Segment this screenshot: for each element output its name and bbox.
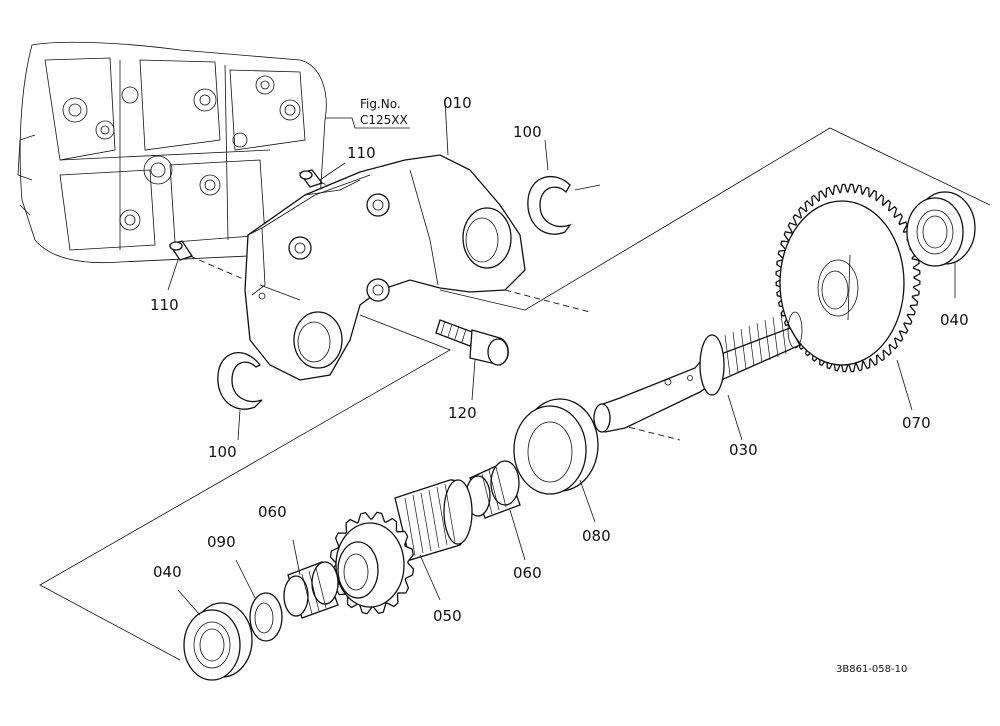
- axis-reference-lines: [39, 127, 991, 661]
- ball-bearing-upper: [906, 191, 976, 298]
- dowel-pin-lower: [167, 240, 251, 291]
- drawing-code: 3B861-058-10: [836, 664, 907, 675]
- callout-090: 090: [207, 533, 236, 551]
- fig-no-label: Fig.No.: [360, 97, 401, 111]
- callout-050: 050: [433, 607, 462, 625]
- callout-080: 080: [582, 527, 611, 545]
- large-spur-gear: [775, 183, 921, 411]
- ball-bearing-lower: [177, 589, 253, 681]
- needle-bearing-left: [283, 539, 339, 619]
- bolt: [435, 319, 509, 401]
- callout-labels: 010 100 110 110 040 120 100 070 030 080 …: [150, 94, 969, 625]
- callout-100-upper: 100: [513, 123, 542, 141]
- snap-ring-lower: [217, 352, 263, 441]
- callout-110-lower: 110: [150, 296, 179, 314]
- thrust-washer: [235, 559, 283, 642]
- callout-060-right: 060: [513, 564, 542, 582]
- fig-no-value: C125XX: [360, 113, 408, 127]
- callout-040-lower: 040: [153, 563, 182, 581]
- callout-010: 010: [443, 94, 472, 112]
- splined-gear-shaft: [329, 479, 473, 615]
- needle-bearing-right: [465, 460, 526, 561]
- callout-030: 030: [729, 441, 758, 459]
- callout-060-left: 060: [258, 503, 287, 521]
- callout-110-upper: 110: [347, 144, 376, 162]
- callout-100-lower: 100: [208, 443, 237, 461]
- bracket-housing: [244, 99, 526, 381]
- callout-040-upper: 040: [940, 311, 969, 329]
- thrust-collar: [513, 398, 599, 523]
- output-shaft: [593, 311, 803, 441]
- callout-120: 120: [448, 404, 477, 422]
- dowel-pin-upper: [298, 162, 351, 196]
- fig-no-reference: Fig.No. C125XX: [325, 97, 410, 129]
- callout-070: 070: [902, 414, 931, 432]
- snap-ring-upper: [527, 139, 601, 235]
